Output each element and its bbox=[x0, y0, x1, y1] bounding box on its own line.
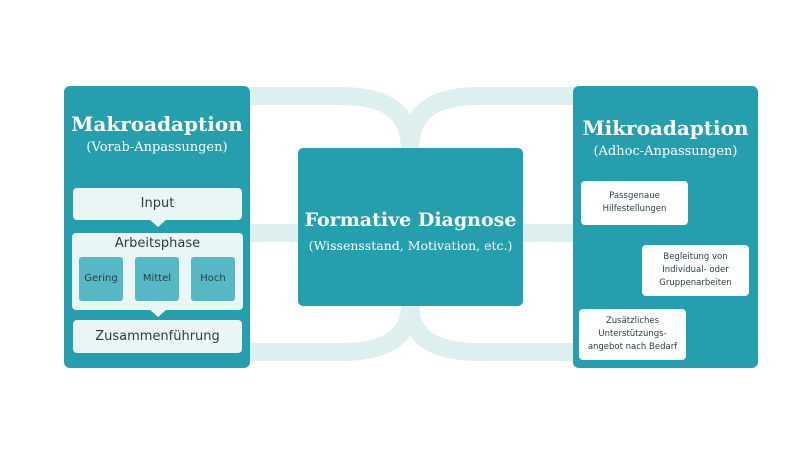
card-2-line-1: Begleitung von bbox=[663, 252, 728, 262]
card-3-line-2: Unterstützungs- bbox=[598, 329, 667, 339]
card-3-line-1: Zusätzliches bbox=[605, 316, 660, 326]
card-zusaetzliches-angebot: Zusätzliches Unterstützungs- angebot nac… bbox=[579, 309, 686, 360]
input-notch bbox=[150, 220, 166, 227]
level-hoch: Hoch bbox=[191, 257, 235, 301]
arbeitsphase-box: Arbeitsphase Gering Mittel Hoch bbox=[72, 233, 243, 310]
card-1-line-1: Passgenaue bbox=[609, 191, 660, 201]
formative-diagnose-title: Formative Diagnose bbox=[304, 209, 517, 231]
mikroadaption-title: Mikroadaption bbox=[582, 116, 749, 140]
card-2-line-3: Gruppenarbeiten bbox=[659, 278, 732, 288]
card-1-line-2: Hilfestellungen bbox=[602, 204, 667, 214]
card-begleitung: Begleitung von Individual- oder Gruppena… bbox=[642, 245, 749, 296]
card-3-line-3: angebot nach Bedarf bbox=[587, 342, 678, 352]
zusammenfuehrung-box: Zusammenführung bbox=[73, 320, 242, 353]
formative-diagnose-box: Formative Diagnose (Wissensstand, Motiva… bbox=[298, 148, 523, 306]
level-mittel: Mittel bbox=[135, 257, 179, 301]
arbeitsphase-notch bbox=[150, 310, 166, 317]
mikroadaption-subtitle: (Adhoc-Anpassungen) bbox=[593, 144, 738, 159]
makroadaption-subtitle: (Vorab-Anpassungen) bbox=[86, 140, 228, 155]
arbeitsphase-label: Arbeitsphase bbox=[114, 236, 201, 251]
level-gering: Gering bbox=[79, 257, 123, 301]
makroadaption-title: Makroadaption bbox=[71, 112, 243, 136]
input-box: Input bbox=[73, 188, 242, 220]
card-2-line-2: Individual- oder bbox=[662, 265, 729, 275]
card-passgenaue-hilfestellungen: Passgenaue Hilfestellungen bbox=[581, 181, 688, 225]
formative-diagnose-subtitle: (Wissensstand, Motivation, etc.) bbox=[308, 238, 513, 253]
